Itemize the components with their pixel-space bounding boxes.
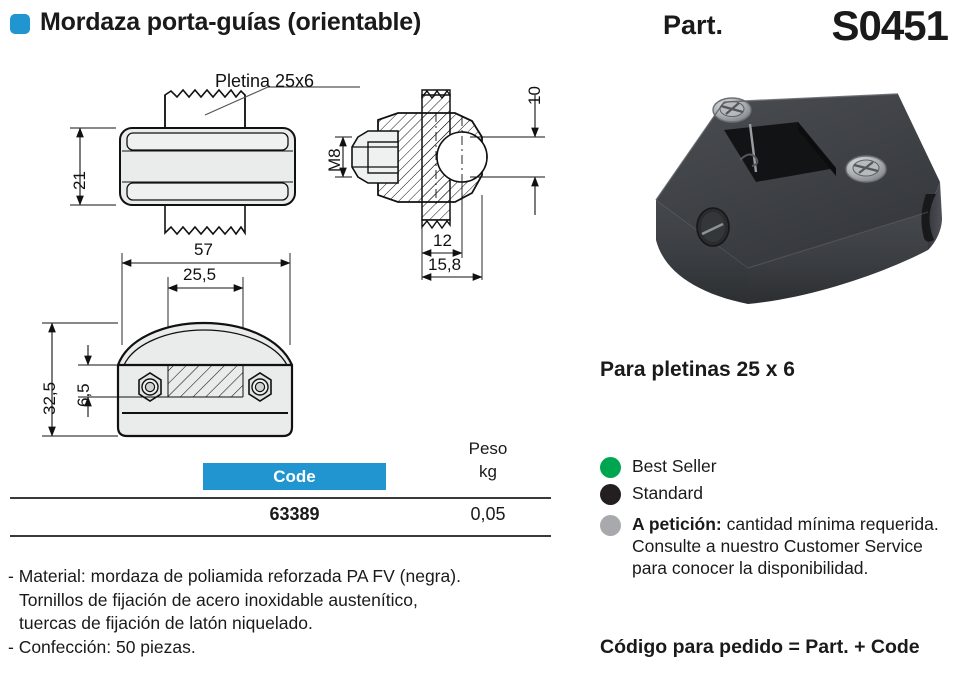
table-row-code: 63389 <box>269 504 320 524</box>
order-code-note: Código para pedido = Part. + Code <box>600 636 920 658</box>
legend-item-best-seller: Best Seller <box>600 455 970 478</box>
legend-label-best-seller: Best Seller <box>632 456 717 476</box>
availability-line-3: para conocer la disponibilidad. <box>632 558 869 578</box>
on-request-dot-icon <box>600 515 621 536</box>
legend-item-standard: Standard <box>600 482 970 505</box>
on-request-title: A petición: <box>632 514 722 534</box>
availability-line-2: Consulte a nuestro Customer Service <box>632 536 923 556</box>
dimension-25-5: 25,5 <box>183 265 217 284</box>
dimension-15-8: 15,8 <box>428 255 462 274</box>
table-row-peso: 0,05 <box>470 504 506 524</box>
technical-drawing: 21 Pletina 25x6 M8 10 12 15,8 57 25,5 32… <box>0 55 560 445</box>
table-rule-top <box>10 497 551 499</box>
dimension-10: 10 <box>525 86 544 105</box>
dimension-m8: M8 <box>325 148 344 172</box>
page-title: Mordaza porta-guías (orientable) <box>40 8 422 36</box>
product-photo <box>628 72 966 322</box>
on-request-text: cantidad mínima requerida. <box>721 514 939 534</box>
part-label: Part. <box>662 10 723 40</box>
dimension-6-5: 6,5 <box>74 383 93 407</box>
standard-dot-icon <box>600 484 621 505</box>
part-number: S0451 <box>831 2 949 49</box>
code-header: Code <box>203 463 386 490</box>
dimension-57: 57 <box>194 240 213 259</box>
title-bullet-icon <box>10 14 30 34</box>
for-plates-text: Para pletinas 25 x 6 <box>600 358 795 381</box>
note-line-3: tuercas de fijación de latón niquelado. <box>19 613 313 633</box>
callout-pletina: Pletina 25x6 <box>215 71 315 91</box>
material-notes: - Material: mordaza de poliamida reforza… <box>8 565 553 659</box>
peso-unit: kg <box>479 462 497 481</box>
peso-label: Peso <box>468 439 508 458</box>
peso-header: Peso kg <box>428 437 548 483</box>
dimension-32-5: 32,5 <box>40 381 59 415</box>
best-seller-dot-icon <box>600 457 621 478</box>
technical-drawing-svg <box>42 86 545 438</box>
product-photo-svg <box>655 93 942 304</box>
legend-label-standard: Standard <box>632 483 704 503</box>
legend-item-on-request: A petición: cantidad mínima requerida. C… <box>600 513 970 579</box>
table-rule-bottom <box>10 535 551 537</box>
availability-legend: Best Seller Standard A petición: cantida… <box>600 455 970 584</box>
dimension-21: 21 <box>70 171 89 190</box>
dimension-12: 12 <box>433 231 452 250</box>
note-line-2: Tornillos de fijación de acero inoxidabl… <box>19 589 418 610</box>
note-line-4: - Confección: 50 piezas. <box>8 636 196 657</box>
note-line-1: - Material: mordaza de poliamida reforza… <box>8 566 461 586</box>
